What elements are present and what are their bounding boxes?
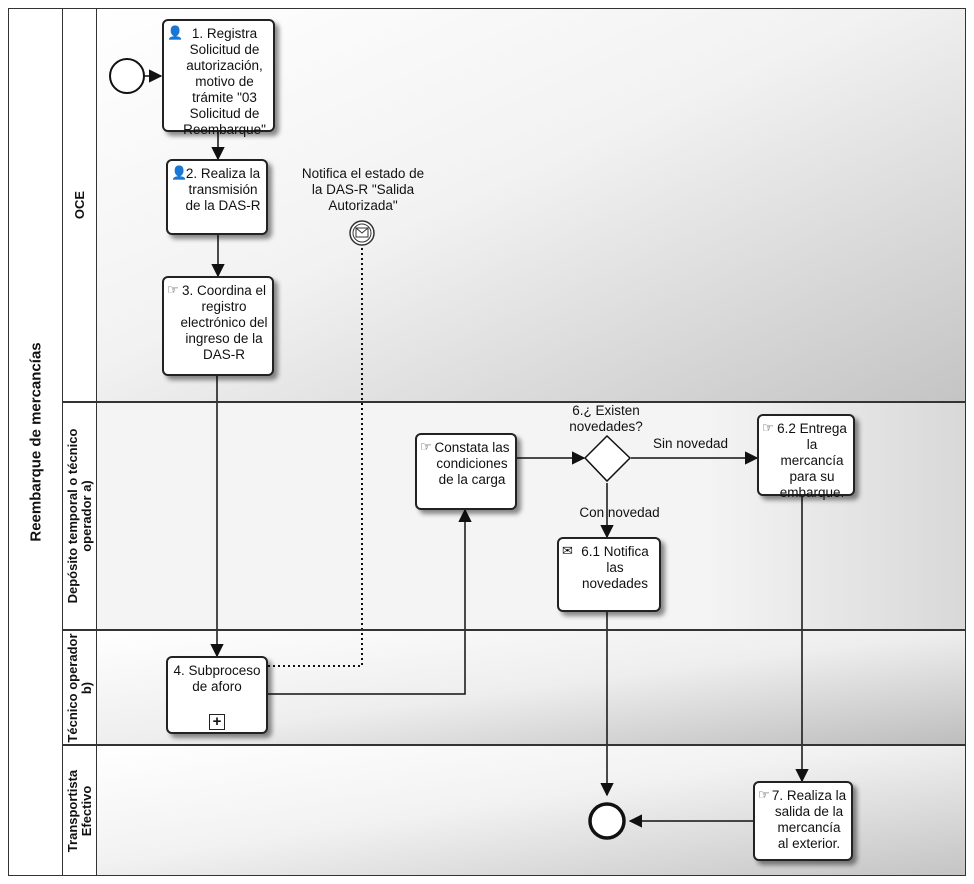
pool-label: Reembarque de mercancías [8, 8, 62, 876]
manual-task-icon: ☞ [167, 282, 179, 297]
subprocess-plus-icon[interactable]: + [209, 714, 225, 730]
lane-transportista [97, 745, 966, 876]
lane-oce [97, 8, 966, 402]
task-7-salida-mercancia[interactable]: ☞ 7. Realiza la salida de la mercancía a… [753, 781, 853, 861]
start-event [109, 58, 145, 94]
pool-title: Reembarque de mercancías [27, 342, 44, 542]
end-event [588, 802, 626, 840]
task-1-label: 1. Registra Solicitud de autorización, m… [183, 26, 266, 137]
lane-label-deposito: Depósito temporal o técnico operador a) [62, 402, 97, 630]
lane-label-oce: OCE [62, 8, 97, 402]
manual-task-icon: ☞ [762, 420, 774, 435]
task-2-label: 2. Realiza la transmisión de la DAS-R [185, 166, 261, 213]
task-4-subproceso-aforo[interactable]: 4. Subproceso de aforo + [166, 656, 268, 734]
flow-label-sin-novedad: Sin novedad [652, 436, 729, 451]
task-7-label: 7. Realiza la salida de la mercancía al … [771, 788, 847, 851]
lane-tecnico [97, 630, 966, 745]
task-6-1-notifica-novedades[interactable]: ✉ 6.1 Notifica las novedades [557, 537, 661, 612]
task-2-transmision[interactable]: 👤 2. Realiza la transmisión de la DAS-R [166, 159, 268, 235]
manual-task-icon: ☞ [758, 787, 770, 802]
task-6-1-label: 6.1 Notifica las novedades [581, 544, 649, 591]
task-3-coordina-registro[interactable]: ☞ 3. Coordina el registro electrónico de… [162, 276, 274, 376]
task-5-constata-condiciones[interactable]: ☞ Constata las condiciones de la carga [415, 433, 517, 510]
task-4-label: 4. Subproceso de aforo [173, 663, 261, 694]
event-label: Notifica el estado de la DAS-R "Salida A… [301, 166, 425, 213]
task-6-2-entrega-mercancia[interactable]: ☞ 6.2 Entrega la mercancía para su embar… [757, 414, 855, 500]
lane-label-transportista: Transportista Efectivo [62, 745, 97, 876]
lane-title-deposito: Depósito temporal o técnico operador a) [64, 428, 94, 604]
lane-title-transportista: Transportista Efectivo [64, 769, 94, 852]
lane-title-oce: OCE [71, 190, 87, 220]
message-intermediate-event [349, 220, 375, 246]
lane-deposito [97, 402, 966, 630]
task-6-2-label: 6.2 Entrega la mercancía para su embarqu… [777, 421, 847, 500]
manual-task-icon: ☞ [420, 439, 432, 454]
gateway-label: 6.¿ Existen novedades? [569, 403, 643, 434]
lane-label-tecnico: Técnico operador b) [62, 630, 97, 745]
flow-label-con-novedad: Con novedad [579, 505, 660, 520]
flow-t4-to-t5 [268, 508, 472, 695]
task-3-label: 3. Coordina el registro electrónico del … [180, 283, 268, 362]
lane-title-tecnico: Técnico operador b) [64, 632, 94, 743]
attached-event-link [268, 246, 363, 667]
user-icon: 👤 [167, 25, 184, 40]
task-1-registra-solicitud[interactable]: 👤 1. Registra Solicitud de autorización,… [162, 19, 275, 137]
user-icon: 👤 [171, 165, 188, 180]
gateway-diamond [583, 434, 632, 483]
task-5-label: Constata las condiciones de la carga [434, 440, 510, 487]
message-icon: ✉ [562, 543, 573, 558]
